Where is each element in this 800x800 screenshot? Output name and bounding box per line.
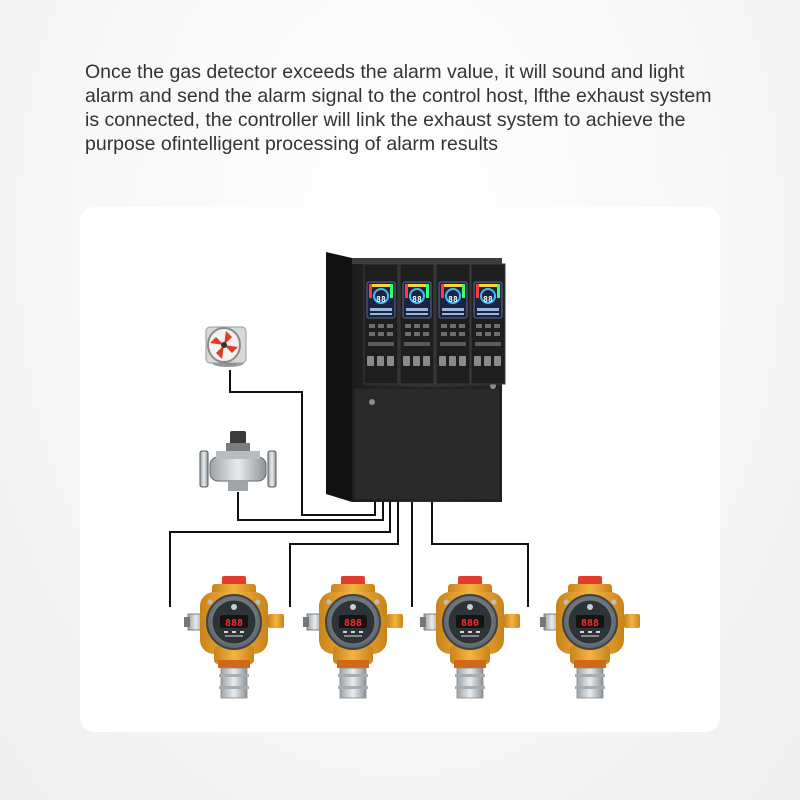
controller-module-4 — [470, 263, 506, 385]
signal-wires — [169, 370, 529, 607]
detector-1-reading: 888 — [225, 618, 243, 629]
exhaust-fan-icon — [205, 326, 247, 367]
description-text: Once the gas detector exceeds the alarm … — [85, 61, 712, 155]
control-cabinet-icon — [326, 252, 506, 502]
module-2-readout: 88 — [412, 295, 422, 304]
detector-3-reading: 880 — [461, 618, 479, 629]
solenoid-valve-icon — [199, 431, 277, 491]
module-3-readout: 88 — [448, 295, 458, 304]
gas-detector-3 — [419, 575, 521, 699]
gas-detector-4 — [539, 575, 641, 699]
controller-module-3 — [435, 263, 471, 385]
controller-module-2 — [399, 263, 435, 385]
gas-detector-2 — [302, 575, 404, 699]
module-1-readout: 88 — [376, 295, 386, 304]
detector-4-reading: 888 — [581, 618, 599, 629]
module-4-readout: 88 — [483, 295, 493, 304]
detector-2-reading: 888 — [344, 618, 362, 629]
controller-module-1 — [363, 263, 399, 385]
gas-detector-1 — [183, 575, 285, 699]
